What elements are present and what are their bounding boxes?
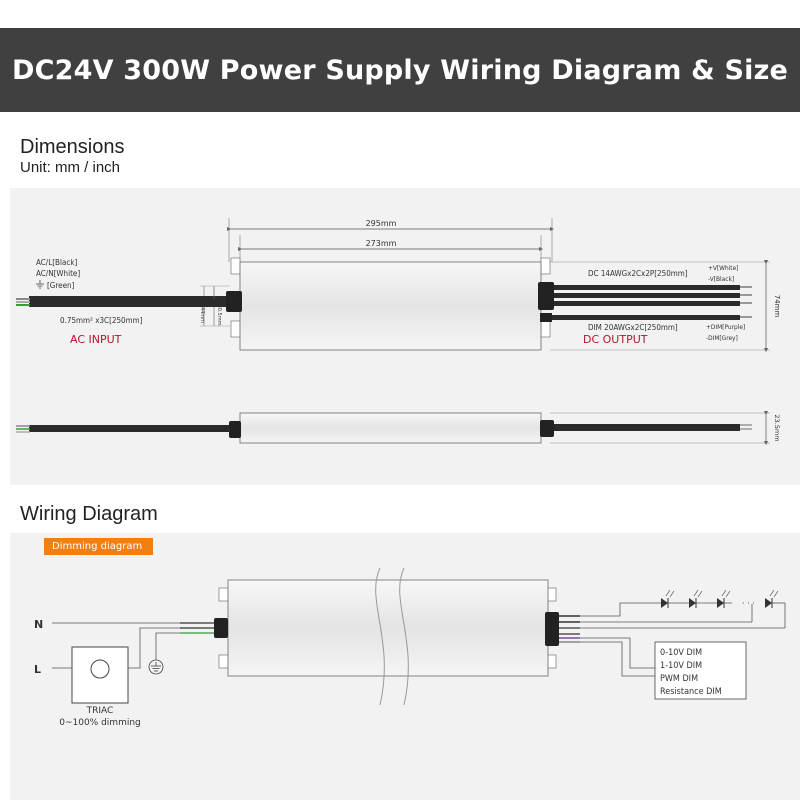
top-view-drawing: 295mm 273mm 74mm 44mm 30.5mm	[16, 218, 781, 353]
dc-output-label: DC OUTPUT	[583, 333, 648, 346]
page-title: DC24V 300W Power Supply Wiring Diagram &…	[11, 54, 789, 86]
mount-label-2: 30.5mm	[216, 305, 222, 326]
triac-range-label: 0~100% dimming	[59, 718, 141, 728]
dim-option-0-10v: 0-10V DIM	[660, 648, 702, 658]
side-view-drawing: 23.5mm	[16, 410, 781, 446]
title-banner: DC24V 300W Power Supply Wiring Diagram &…	[0, 28, 800, 112]
dim-options-box	[654, 641, 747, 700]
ac-n-label: AC/N[White]	[36, 269, 80, 278]
wiring-diagram: N L TRIAC 0~100% dimming	[34, 567, 786, 728]
led-icon-2	[689, 589, 703, 608]
dim-option-1-10v: 1-10V DIM	[660, 661, 702, 671]
ac-input-label: AC INPUT	[70, 333, 122, 346]
triac-label: TRIAC	[86, 706, 114, 716]
height-label: 74mm	[773, 295, 781, 318]
led-icon-3	[717, 589, 731, 608]
ground-icon	[36, 280, 44, 289]
line-label: L	[34, 663, 41, 676]
led-icon-1	[661, 589, 675, 608]
ac-l-label: AC/L[Black]	[36, 258, 78, 267]
led-ellipsis: · · ·	[742, 599, 755, 608]
dim-option-resistance: Resistance DIM	[660, 687, 722, 697]
wiring-heading: Wiring Diagram	[20, 503, 158, 525]
dim-option-pwm: PWM DIM	[660, 674, 698, 684]
power-supply-body-side	[239, 412, 542, 444]
length-overall-label: 295mm	[366, 219, 397, 228]
thickness-label: 23.5mm	[773, 414, 781, 441]
dim-minus-label: -DIM[Grey]	[706, 334, 738, 342]
length-body-label: 273mm	[366, 239, 397, 248]
input-cable-label: 0.75mm² x3C[250mm]	[60, 316, 143, 325]
unit-label: Unit: mm / inch	[20, 159, 121, 176]
dimming-diagram-badge: Dimming diagram	[44, 538, 153, 555]
v-minus-label: -V[Black]	[708, 275, 734, 283]
dim-cable-label: DIM 20AWGx2C[250mm]	[588, 323, 678, 332]
power-supply-body-top	[239, 261, 542, 351]
ground-symbol-icon	[148, 659, 164, 675]
dc-cable-label: DC 14AWGx2Cx2P[250mm]	[588, 269, 688, 278]
led-icon-4	[580, 589, 786, 629]
dim-plus-label: +DIM[Purple]	[706, 323, 745, 331]
neutral-label: N	[34, 618, 43, 631]
mount-label-1: 44mm	[199, 307, 205, 323]
v-plus-label: +V[White]	[708, 264, 738, 272]
ground-wire-label: [Green]	[47, 281, 75, 290]
triac-dimmer-icon	[71, 646, 129, 704]
power-supply-body-wiring	[227, 579, 549, 677]
dimensions-heading: Dimensions	[20, 136, 125, 158]
